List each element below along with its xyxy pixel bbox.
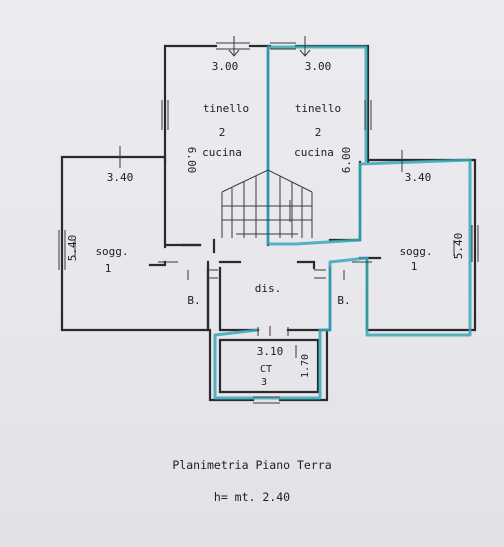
wall-tinello-right: [294, 44, 370, 242]
ct-dim-side: 1.70: [300, 354, 311, 378]
window-top-left: [216, 42, 250, 50]
wall-tinello-left: [163, 44, 272, 249]
tinello-left-cucina: cucina: [202, 146, 242, 159]
tinello-right-dim-top: 3.00: [305, 60, 332, 73]
wall-sogg-left: [60, 155, 210, 332]
plan-height: h= mt. 2.40: [213, 490, 291, 504]
tinello-left-number: 2: [219, 126, 226, 139]
tinello-left-dim-top: 3.00: [212, 60, 239, 73]
sogg-right-label: sogg.: [399, 245, 432, 258]
window-right-sogg: [471, 225, 479, 262]
tinello-right-label: tinello: [295, 102, 341, 115]
tinello-right-cucina: cucina: [294, 146, 334, 159]
dim-ticks: [74, 36, 455, 358]
sogg-left-label: sogg.: [95, 245, 128, 258]
ct-label: CT: [260, 364, 272, 375]
bath-left-label: B.: [187, 294, 200, 307]
window-left-sogg: [58, 230, 66, 270]
sogg-left-dim-top: 3.40: [107, 171, 134, 184]
sogg-right-dim-top: 3.40: [405, 171, 432, 184]
ct-dim-top: 3.10: [257, 345, 284, 358]
highlight-outline: [213, 45, 472, 400]
window-top-right: [270, 42, 296, 50]
tinello-right-dim-side: 6.00: [340, 147, 353, 174]
tinello-right-number: 2: [315, 126, 322, 139]
sogg-left-dim-side: 5.40: [66, 235, 79, 262]
wall-ct: [208, 328, 329, 402]
bath-right-label: B.: [337, 294, 350, 307]
dis-label: dis.: [255, 282, 282, 295]
wall-ct-inner: [218, 338, 320, 394]
window-left-tinello: [161, 100, 169, 130]
window-ct: [253, 396, 280, 404]
ct-number: 3: [261, 377, 267, 388]
stairs: [221, 169, 313, 238]
sogg-left-number: 1: [105, 262, 112, 275]
tinello-left-dim-side: 6.00: [185, 147, 198, 174]
sogg-right-dim-side: 5.40: [452, 233, 465, 260]
window-right-tinello: [364, 100, 372, 130]
door-marks: [158, 261, 372, 336]
wall-dis: [206, 260, 332, 332]
plan-title: Planimetria Piano Terra: [172, 458, 332, 472]
sogg-right-number: 1: [411, 260, 418, 273]
tinello-left-label: tinello: [203, 102, 249, 115]
detail-lines: [58, 36, 479, 404]
